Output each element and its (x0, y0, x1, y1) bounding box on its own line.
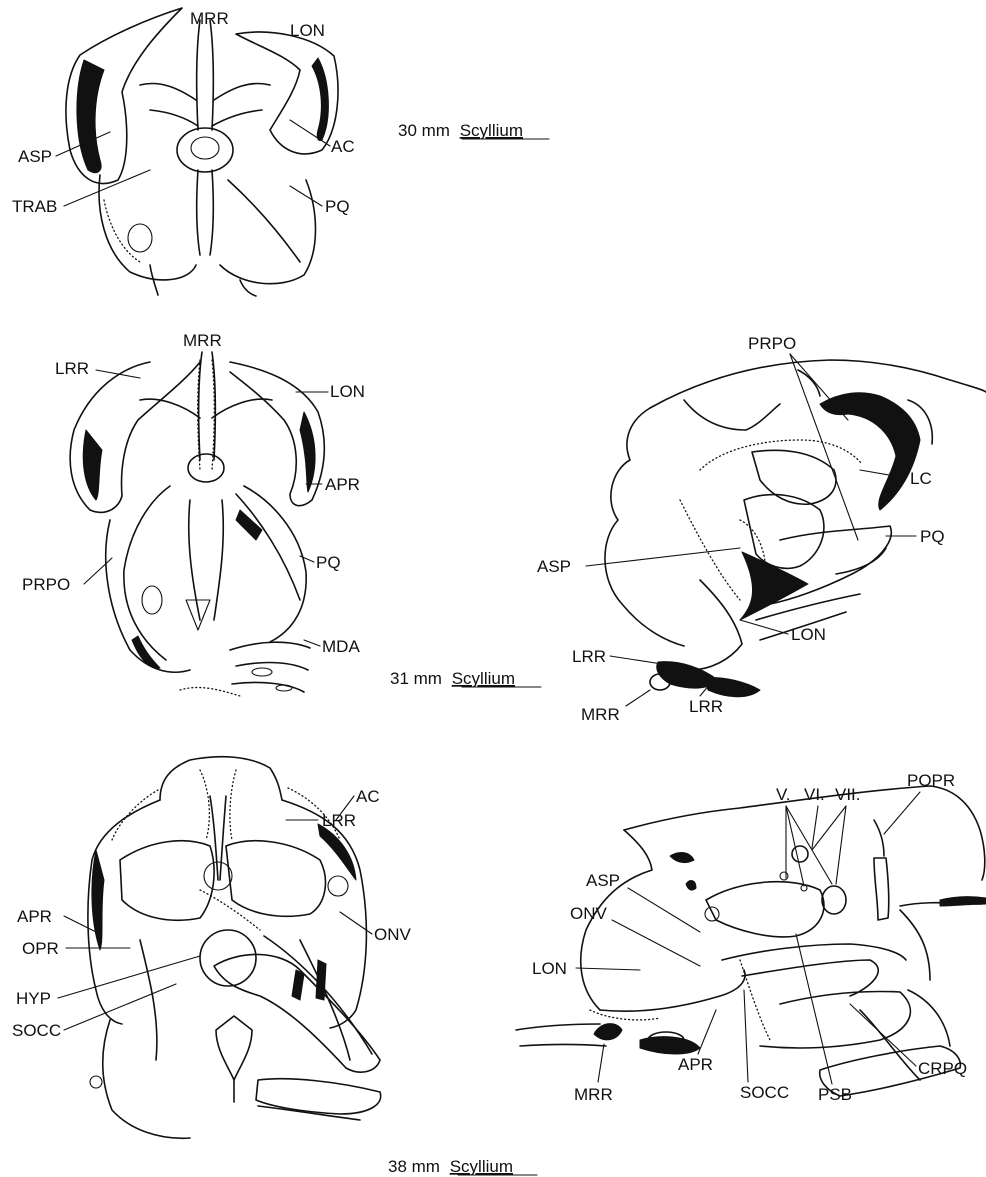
label-bs-pq: PQ (920, 527, 945, 546)
label-bs-lc: LC (910, 469, 932, 488)
caption-c-genus: Scyllium (450, 1157, 513, 1176)
label-a-pq: PQ (325, 197, 350, 216)
label-a-trab: TRAB (12, 197, 57, 216)
label-c-opr: OPR (22, 939, 59, 958)
label-cs-apr: APR (678, 1055, 713, 1074)
label-a-mrr: MRR (190, 9, 229, 28)
label-c-ac: AC (356, 787, 380, 806)
label-cs-socc: SOCC (740, 1083, 789, 1102)
label-cs-asp: ASP (586, 871, 620, 890)
caption-c: 38 mm Scyllium (388, 1157, 513, 1176)
caption-b-genus: Scyllium (452, 669, 515, 688)
label-cs-vi: VI. (804, 785, 825, 804)
caption-a: 30 mm Scyllium (398, 121, 523, 140)
label-cs-vii: VII. (835, 785, 861, 804)
label-bs-lrr-2: LRR (689, 697, 723, 716)
caption-c-size: 38 mm (388, 1157, 440, 1176)
label-a-lon: LON (290, 21, 325, 40)
panel-a-drawing (66, 8, 338, 296)
label-b-mrr: MRR (183, 331, 222, 350)
caption-b: 31 mm Scyllium (390, 669, 515, 688)
label-c-onv: ONV (374, 925, 412, 944)
label-bs-lrr-1: LRR (572, 647, 606, 666)
label-b-lrr: LRR (55, 359, 89, 378)
label-a-asp: ASP (18, 147, 52, 166)
label-a-ac: AC (331, 137, 355, 156)
label-c-apr: APR (17, 907, 52, 926)
label-b-mda: MDA (322, 637, 360, 656)
label-c-socc: SOCC (12, 1021, 61, 1040)
caption-b-size: 31 mm (390, 669, 442, 688)
label-cs-onv: ONV (570, 904, 608, 923)
caption-a-size: 30 mm (398, 121, 450, 140)
label-c-hyp: HYP (16, 989, 51, 1008)
label-cs-psb: PSB (818, 1085, 852, 1104)
label-cs-lon: LON (532, 959, 567, 978)
label-b-pq: PQ (316, 553, 341, 572)
label-cs-crpq: CRPQ (918, 1059, 967, 1078)
label-b-apr: APR (325, 475, 360, 494)
label-b-prpo: PRPO (22, 575, 70, 594)
label-bs-lon: LON (791, 625, 826, 644)
label-cs-popr: POPR (907, 771, 955, 790)
label-b-lon: LON (330, 382, 365, 401)
label-bs-asp: ASP (537, 557, 571, 576)
panel-c-side-drawing (516, 786, 986, 1096)
panel-b-front-drawing (70, 352, 324, 696)
label-bs-prpo: PRPO (748, 334, 796, 353)
label-c-lrr: LRR (322, 811, 356, 830)
label-cs-v: V. (776, 785, 791, 804)
label-bs-mrr: MRR (581, 705, 620, 724)
caption-a-genus: Scyllium (460, 121, 523, 140)
label-cs-mrr: MRR (574, 1085, 613, 1104)
